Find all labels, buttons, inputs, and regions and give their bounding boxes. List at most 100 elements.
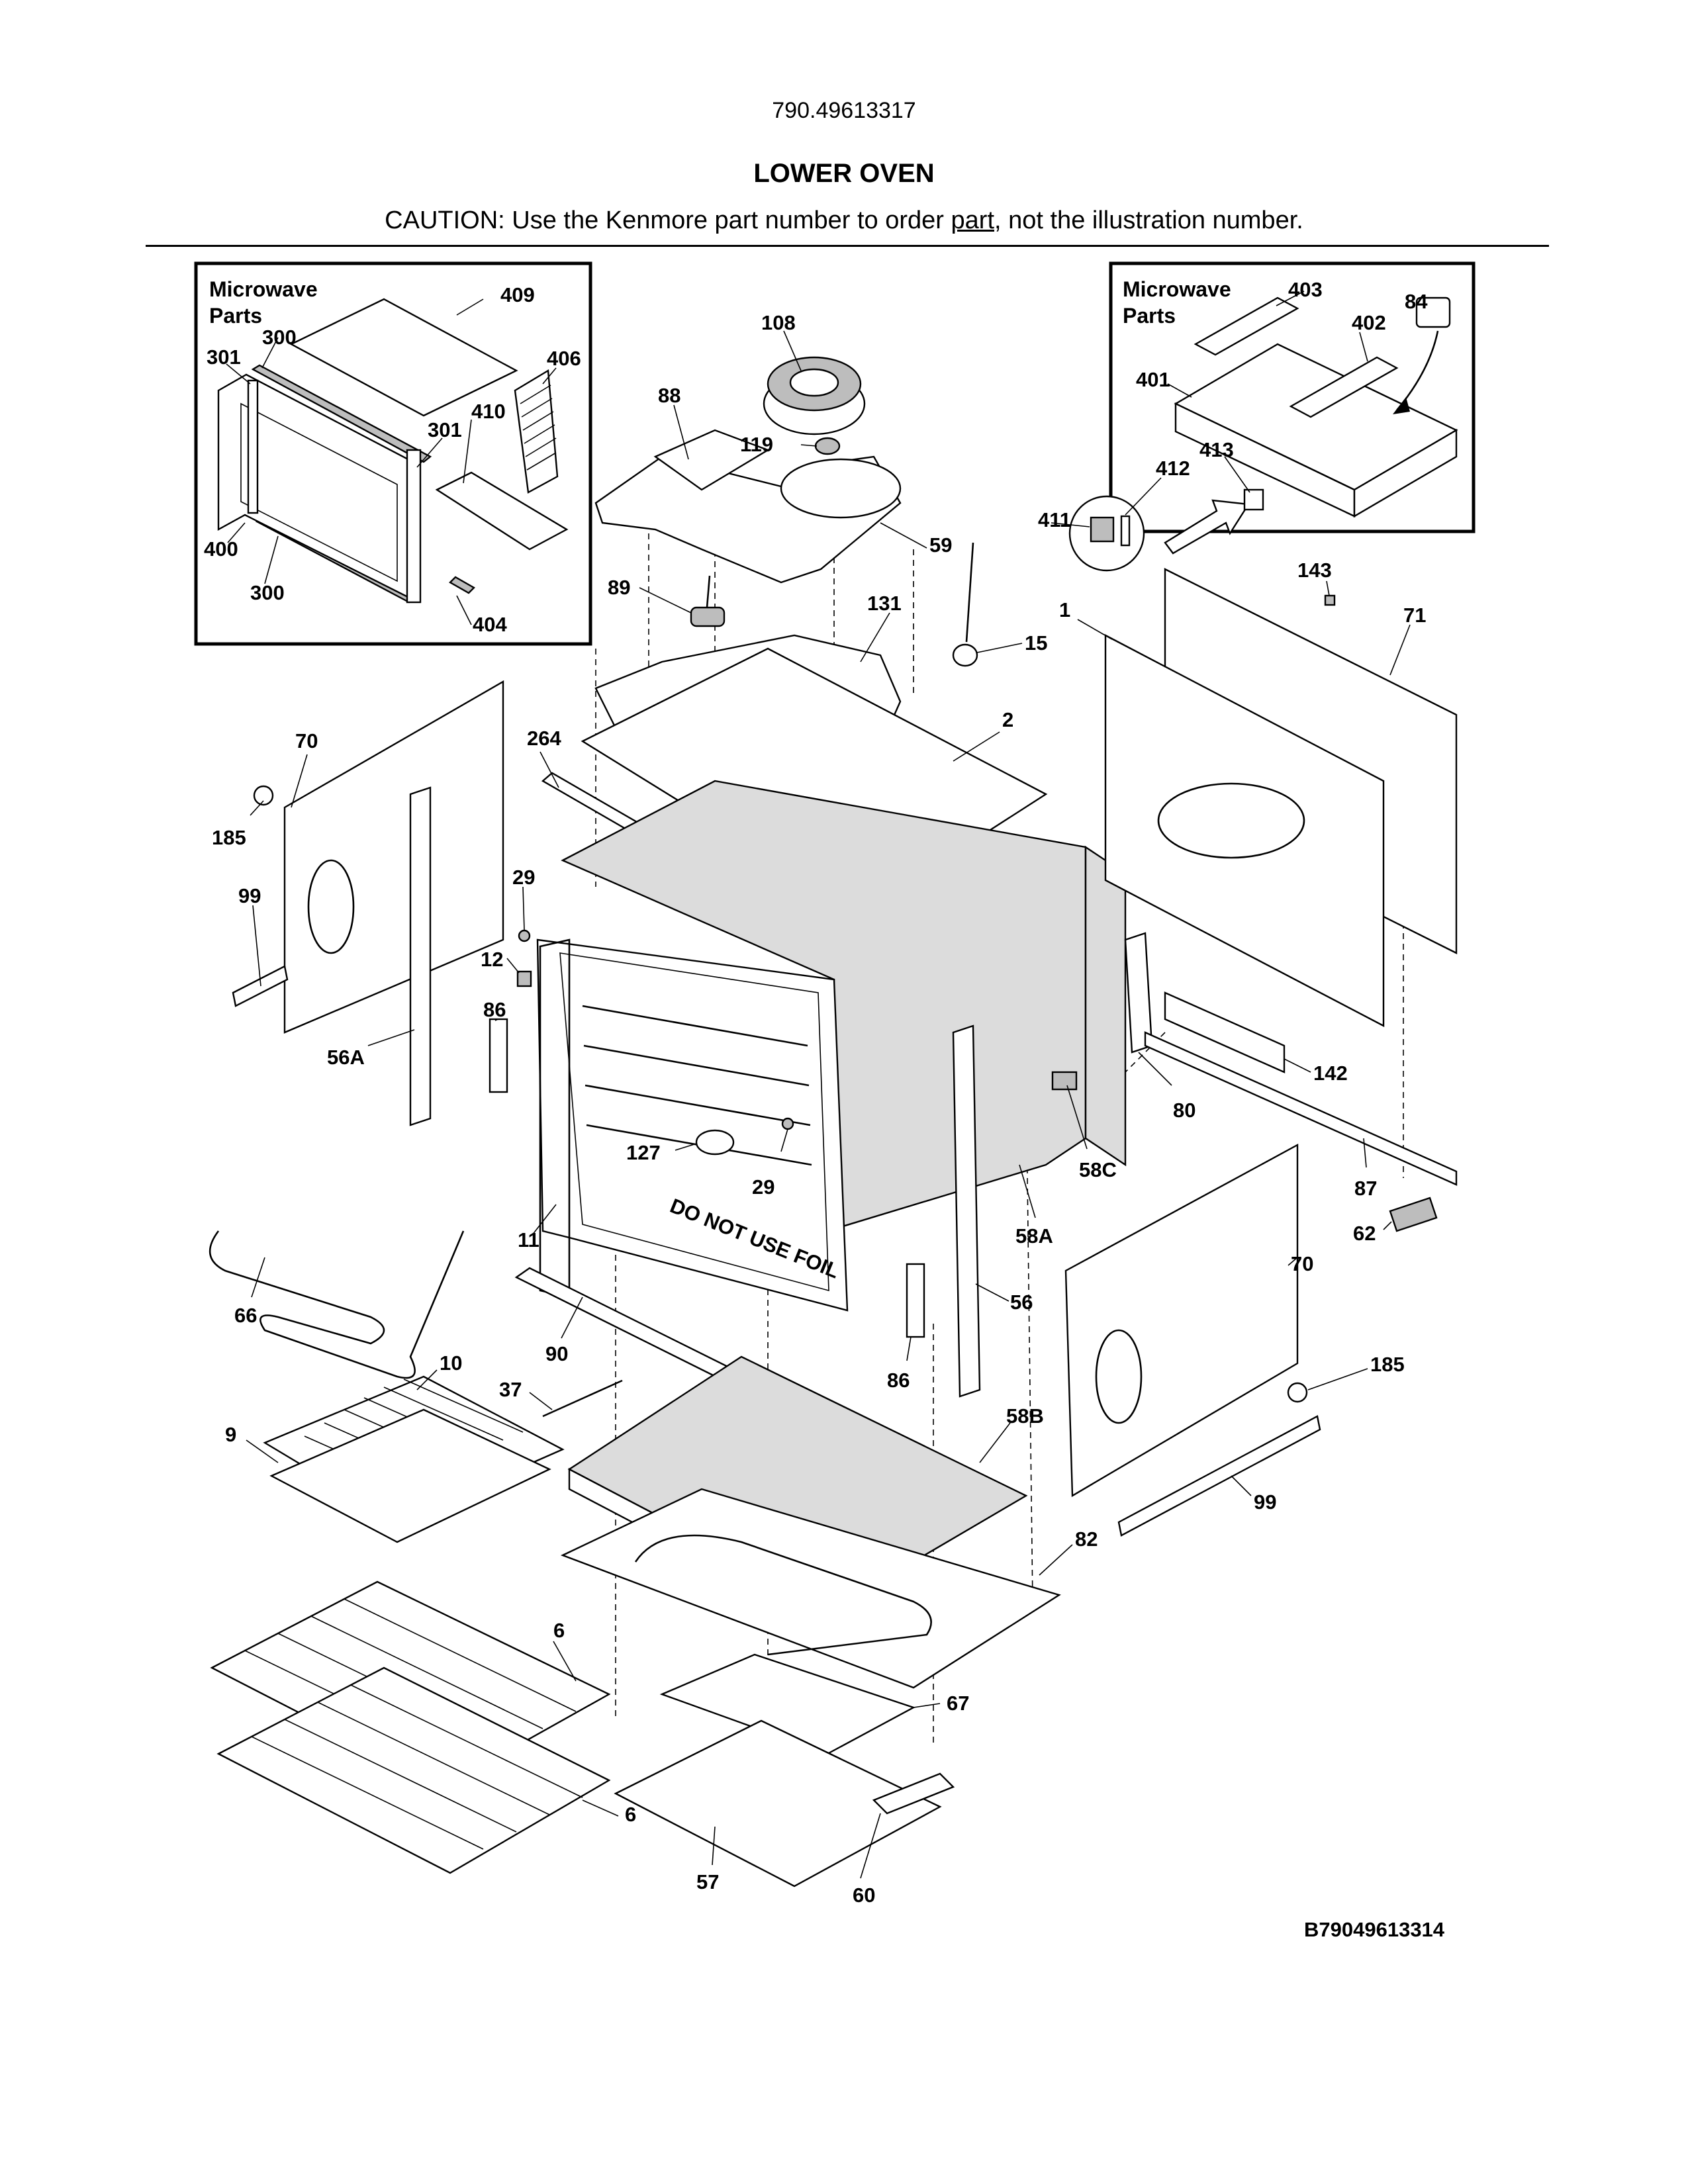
- part-37-sensor: [542, 1379, 623, 1418]
- part-108-blower: [763, 356, 866, 435]
- label-131: 131: [867, 592, 902, 615]
- part-119-sensor: [814, 437, 841, 455]
- part-86-hinge-left: [489, 1018, 508, 1093]
- inset-microwave-housing: Microwave Parts 403 84 402 401 413: [1038, 261, 1476, 572]
- caution-part-word: part: [951, 206, 994, 234]
- part-127-light: [695, 1129, 735, 1156]
- diagram-code: B79049613314: [1304, 1918, 1445, 1941]
- label-406: 406: [547, 347, 581, 370]
- label-402: 402: [1352, 311, 1386, 334]
- part-29-screw-a: [518, 929, 531, 942]
- label-37: 37: [499, 1378, 522, 1401]
- label-56a: 56A: [327, 1046, 365, 1069]
- label-66: 66: [234, 1304, 257, 1327]
- label-119: 119: [740, 433, 773, 456]
- part-56a-trim: [409, 786, 432, 1126]
- label-84: 84: [1405, 290, 1428, 313]
- part-411-switch: [1090, 516, 1115, 543]
- label-62: 62: [1353, 1222, 1376, 1245]
- label-70-right: 70: [1291, 1252, 1313, 1275]
- part-88-shield: [653, 429, 770, 491]
- label-86-right: 86: [887, 1369, 910, 1392]
- part-58c-insulation: [1051, 1071, 1078, 1091]
- part-142-bracket: [1164, 991, 1286, 1073]
- label-127: 127: [626, 1141, 661, 1164]
- part-185-right: [1287, 1382, 1308, 1403]
- label-71: 71: [1403, 604, 1426, 627]
- label-99-left: 99: [238, 884, 261, 907]
- part-56-trim: [952, 1024, 981, 1398]
- label-29-lower: 29: [752, 1175, 774, 1199]
- part-185-left: [253, 785, 274, 806]
- label-185-left: 185: [212, 826, 246, 849]
- inset-right-leaders: [1051, 291, 1368, 527]
- part-401-housing-side: [1353, 428, 1458, 518]
- caution-text-start: CAUTION: Use the Kenmore part number to …: [385, 206, 951, 234]
- part-99-right: [1117, 1415, 1321, 1537]
- part-406-grille: [514, 369, 559, 494]
- label-301-right: 301: [428, 418, 462, 441]
- label-70-left: 70: [295, 729, 318, 752]
- arrow-413: [1164, 499, 1250, 555]
- label-89: 89: [608, 576, 630, 599]
- part-70-left-panel: [283, 680, 504, 1034]
- left-panel-window: [307, 859, 355, 954]
- label-6-upper: 6: [553, 1619, 565, 1642]
- label-108: 108: [761, 311, 796, 334]
- label-9: 9: [225, 1423, 236, 1446]
- part-410-tray: [435, 471, 569, 551]
- model-number: 790.49613317: [772, 98, 916, 123]
- caution-note: CAUTION: Use the Kenmore part number to …: [0, 206, 1688, 235]
- part-60-strip: [872, 1772, 955, 1815]
- label-300-bottom: 300: [250, 581, 285, 604]
- label-400: 400: [204, 537, 238, 561]
- label-10: 10: [440, 1351, 462, 1375]
- part-143-clip: [1324, 594, 1336, 606]
- label-300-top: 300: [262, 326, 297, 349]
- part-89-sensor: [690, 575, 726, 627]
- part-62-terminal: [1389, 1197, 1438, 1232]
- label-403: 403: [1288, 278, 1323, 301]
- label-87: 87: [1354, 1177, 1377, 1200]
- label-80: 80: [1173, 1099, 1196, 1122]
- part-300-top-trim: [251, 364, 432, 463]
- grille-slats: [520, 385, 557, 471]
- label-29-upper: 29: [512, 866, 535, 889]
- label-60: 60: [853, 1884, 875, 1907]
- right-panel-window: [1095, 1329, 1143, 1424]
- arrow-84-head: [1393, 397, 1410, 414]
- part-70-right-panel: [1064, 1143, 1299, 1498]
- inset-title-right-2: Parts: [1123, 304, 1176, 328]
- bake-element-coil: [634, 1534, 932, 1656]
- label-58c: 58C: [1079, 1158, 1117, 1181]
- part-99-left: [232, 965, 289, 1007]
- part-87-rail: [1144, 1031, 1458, 1186]
- label-88: 88: [658, 384, 680, 407]
- label-58a: 58A: [1015, 1224, 1053, 1248]
- part-6-rack-lower: [216, 1666, 611, 1874]
- header-rule: [146, 245, 1549, 247]
- label-264: 264: [527, 727, 561, 750]
- label-143: 143: [1297, 559, 1332, 582]
- part-301-side-left: [247, 379, 259, 514]
- label-412: 412: [1156, 457, 1190, 480]
- label-59: 59: [929, 533, 952, 557]
- part-301-side-right: [406, 449, 422, 604]
- label-12: 12: [481, 948, 503, 971]
- label-409: 409: [500, 283, 535, 306]
- label-404: 404: [473, 613, 507, 636]
- part-409-panel: [289, 298, 518, 417]
- part-402-bracket: [1289, 356, 1399, 418]
- part-82-bake-frame: [560, 1488, 1061, 1689]
- inset-title-left-2: Parts: [209, 304, 262, 328]
- part-412-fuse: [1120, 515, 1131, 547]
- rear-panel-opening: [1157, 782, 1305, 859]
- part-15-probe: [952, 542, 978, 667]
- main-leaders: [246, 330, 1411, 1879]
- duct-opening: [780, 458, 902, 519]
- inset-frame-right: [1109, 261, 1476, 533]
- label-15: 15: [1025, 631, 1047, 655]
- part-404-bar: [449, 576, 475, 594]
- label-99-right: 99: [1254, 1490, 1276, 1514]
